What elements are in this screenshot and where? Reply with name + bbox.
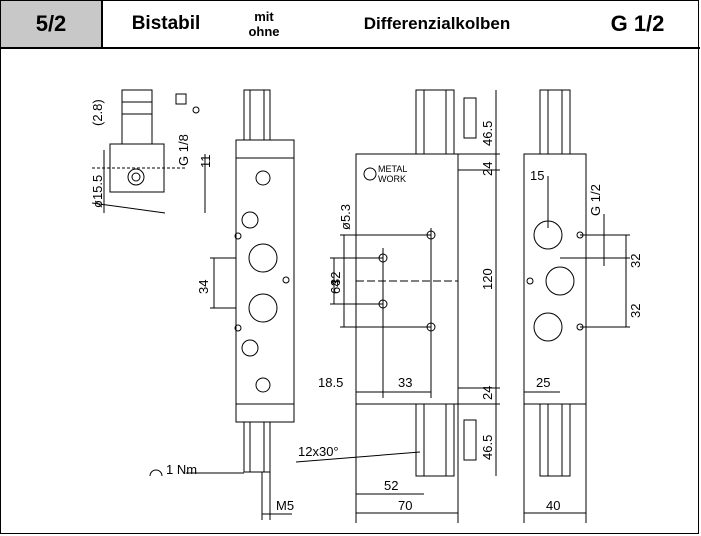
dim-label: 40 <box>546 498 560 513</box>
dim-label: 11 <box>198 155 213 169</box>
right-view <box>523 89 630 523</box>
dim-label: (2.8) <box>90 99 105 126</box>
dim-label: 18.5 <box>318 375 343 390</box>
header-row: 5/2 Bistabil mit ohne Differenzialkolben… <box>1 1 700 49</box>
dim-label: ø5.3 <box>338 204 353 230</box>
dim-label: 32 <box>628 304 643 318</box>
dim-label: 120 <box>480 268 495 290</box>
logo-text: METAL <box>378 164 407 174</box>
dim-label: ø15.5 <box>90 175 105 208</box>
dim-label: 24 <box>480 386 495 400</box>
dim-label: M5 <box>276 498 294 513</box>
option-top: mit <box>254 9 274 24</box>
dim-label: 46.5 <box>480 121 495 146</box>
valve-mode: Bistabil <box>131 13 201 34</box>
side-view <box>149 89 295 520</box>
dim-label: 52 <box>384 478 398 493</box>
option-cell: mit ohne <box>229 1 299 47</box>
dim-label: 64 <box>328 280 343 294</box>
dimension-labels: (2.8) ø15.5 G 1/8 11 34 1 Nm M5 ø5.3 64 … <box>90 99 643 513</box>
dim-label: 33 <box>398 375 412 390</box>
logo-text: WORK <box>378 174 406 184</box>
dim-label: 1 Nm <box>166 462 197 477</box>
dim-label: 25 <box>536 375 550 390</box>
dim-label: 24 <box>480 162 495 176</box>
dim-label: 32 <box>328 272 343 286</box>
valve-code: 5/2 <box>1 1 103 47</box>
dim-label: 46.5 <box>480 435 495 460</box>
option-bottom: ohne <box>248 24 280 39</box>
dim-label: G 1/2 <box>588 184 603 216</box>
front-view <box>295 89 500 523</box>
dim-label: 32 <box>628 254 643 268</box>
dim-label: 70 <box>398 498 412 513</box>
thread-size: G 1/2 <box>610 11 665 36</box>
dim-label: 34 <box>196 280 211 294</box>
detail-view <box>91 89 206 214</box>
technical-drawing: (2.8) ø15.5 G 1/8 11 34 1 Nm M5 ø5.3 64 … <box>90 89 643 523</box>
valve-type: Differenzialkolben <box>363 14 511 33</box>
dim-label: 12x30° <box>298 444 339 459</box>
dim-label: G 1/8 <box>176 134 191 166</box>
dim-label: 15 <box>530 168 544 183</box>
